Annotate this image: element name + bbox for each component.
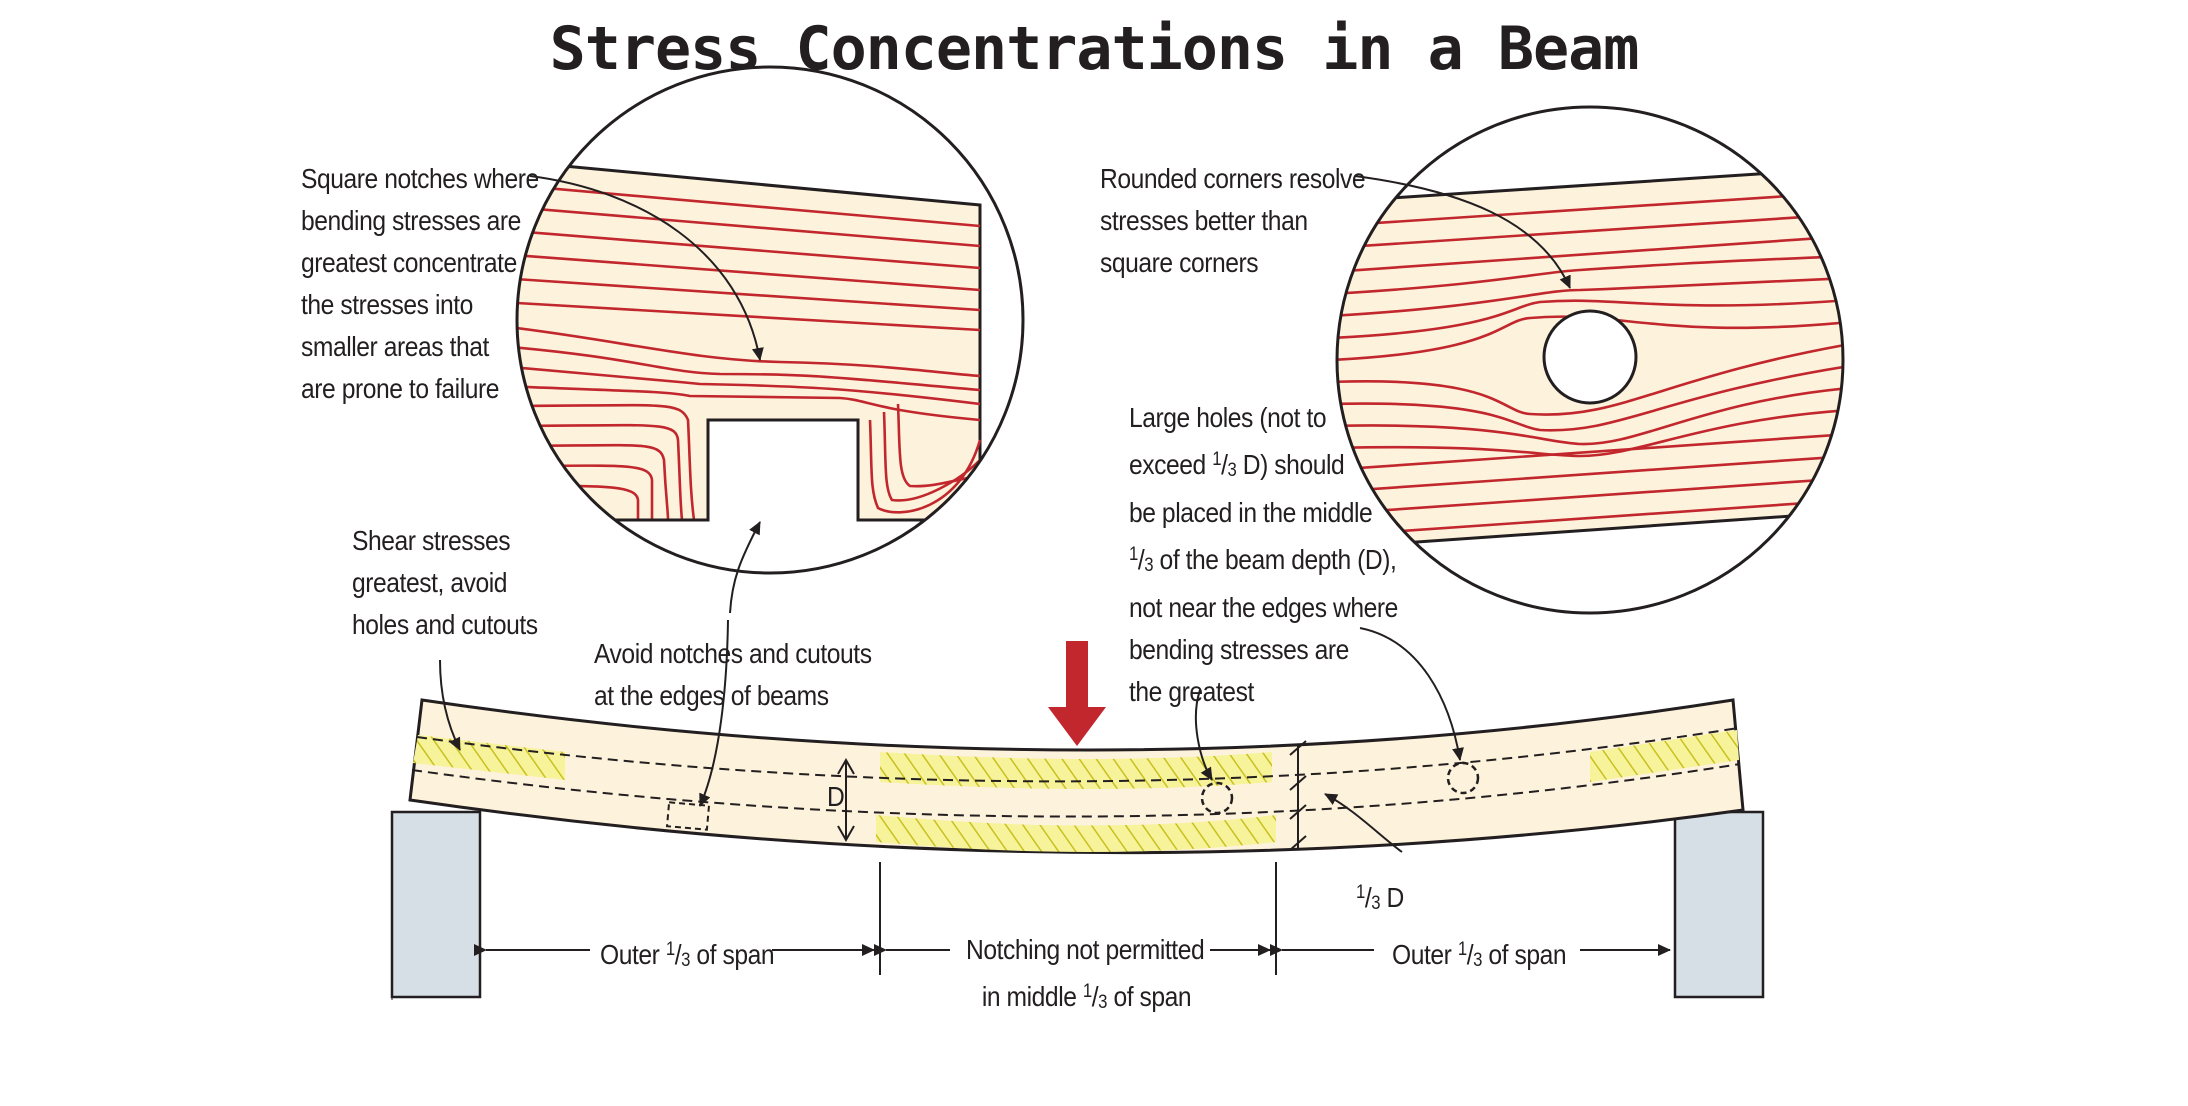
right-support — [1673, 810, 1765, 999]
load-arrow — [1048, 641, 1106, 746]
third-depth-label: 1/3 D — [1356, 882, 1404, 914]
notch-stress-lines — [517, 182, 982, 521]
middle-third-label: Notching not permitted in middle 1/3 of … — [966, 934, 1205, 1013]
hole-detail-circle — [1335, 105, 1845, 615]
beam-hole-marker-2 — [1446, 761, 1480, 795]
large-holes-callout: Large holes (not to exceed 1/3 D) should… — [1129, 402, 1398, 707]
third-depth-ticks — [1289, 740, 1307, 851]
shear-zone-right — [1590, 730, 1739, 782]
beam-hole-marker-1 — [1200, 781, 1234, 815]
outer-third-right-label: Outer 1/3 of span — [1392, 939, 1567, 971]
leader-lines — [439, 175, 1571, 853]
avoid-notches-callout: Avoid notches and cutouts at the edges o… — [594, 638, 872, 711]
shear-stress-callout: Shear stresses greatest, avoid holes and… — [352, 525, 538, 640]
span-dimensions — [474, 862, 1671, 975]
left-support — [390, 810, 482, 1000]
depth-dimension — [837, 757, 855, 843]
notch-detail-circle — [515, 65, 1025, 575]
hole-stress-lines — [1337, 190, 1843, 538]
rounded-corners-callout: Rounded corners resolve stresses better … — [1100, 163, 1366, 278]
depth-label: D — [827, 781, 845, 812]
outer-third-left-label: Outer 1/3 of span — [600, 939, 775, 971]
round-hole — [1542, 309, 1638, 405]
square-notch-callout: Square notches where bending stresses ar… — [301, 163, 539, 404]
beam-notch-marker — [665, 801, 711, 831]
tension-zone-middle — [876, 815, 1276, 852]
beam — [408, 698, 1745, 855]
